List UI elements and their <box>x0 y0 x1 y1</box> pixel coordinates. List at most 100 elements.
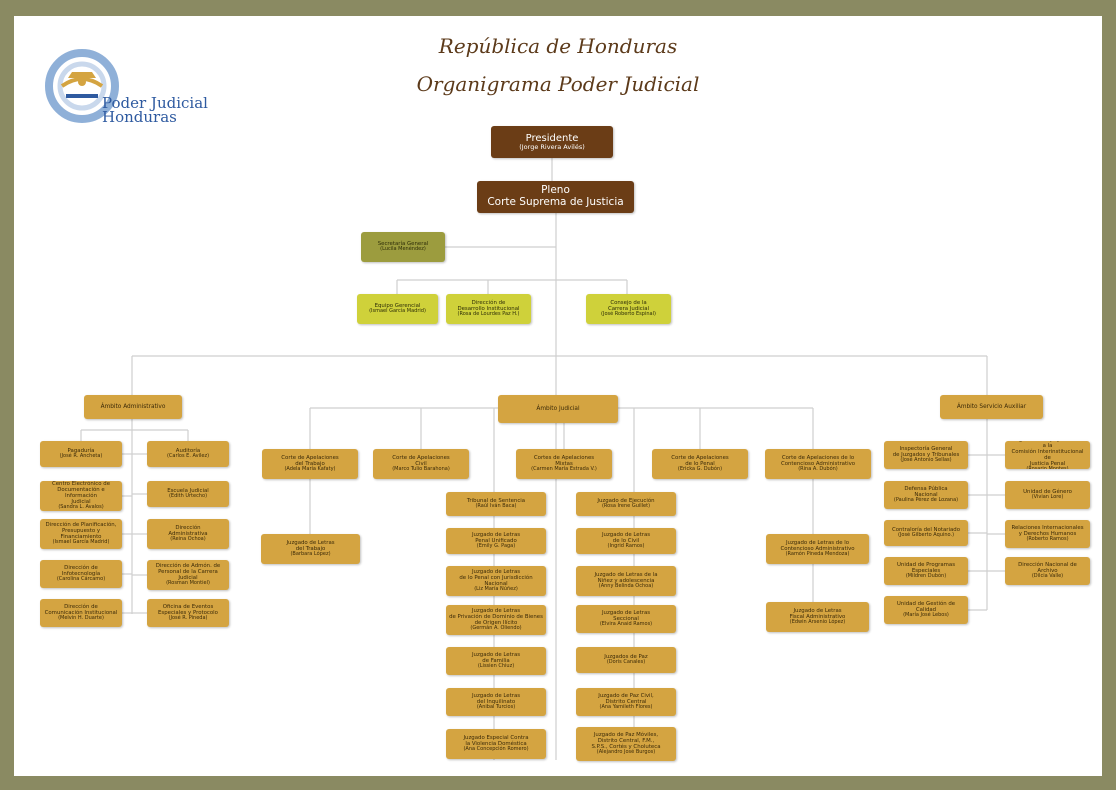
org-box-title: Cortes de Apelaciones Mixtas <box>533 455 595 468</box>
org-box-person: (Marco Tulio Barahona) <box>392 466 450 473</box>
org-box-ca-civil: Corte de Apelaciones Civil(Marco Tulio B… <box>373 449 469 479</box>
org-box-jurisdiccion-nacional: Juzgado de Letras de lo Penal con Jurisd… <box>446 566 546 596</box>
org-box-title: Dirección de Planificación, Presupuesto … <box>45 522 117 541</box>
org-box-eventos: Oficina de Eventos Especiales y Protocol… <box>147 599 229 627</box>
chart-subtitle: Organigrama Poder Judicial <box>416 72 700 96</box>
org-box-penal-unificado: Juzgado de Letras Penal Unificado(Emily … <box>446 528 546 554</box>
org-box-person: (Jorge Rivera Avilés) <box>519 142 585 151</box>
org-box-comunicacion: Dirección de Comunicación Institucional(… <box>40 599 122 627</box>
org-box-notariado: Contraloría del Notariado(José Gilberto … <box>884 520 968 546</box>
org-chart-canvas: Poder Judicial Honduras República de Hon… <box>14 16 1102 776</box>
org-box-title: Contraloría del Notariado <box>891 527 961 534</box>
org-box-title: Juzgado de Letras Fiscal Administrativo <box>789 608 846 621</box>
org-box-title: Defensa Pública Nacional <box>904 486 948 499</box>
org-box-planificacion: Dirección de Planificación, Presupuesto … <box>40 519 122 549</box>
org-box-person: (Lissien Chiuz) <box>477 663 515 670</box>
org-box-title: Ámbito Administrativo <box>100 403 166 410</box>
logo-line2: Honduras <box>102 108 177 127</box>
org-box-title: Corte de Apelaciones de lo Contencioso A… <box>780 455 856 468</box>
org-box-paz: Juzgados de Paz(Doris Canales) <box>576 647 676 673</box>
org-box-person: (Rosa de Lourdes Paz H.) <box>457 311 520 318</box>
org-box-seccional: Juzgado de Letras Seccional(Elvira Anaid… <box>576 605 676 633</box>
org-box-title: Dirección Administrativa <box>168 525 208 538</box>
org-box-person: (Ismael García Madrid) <box>52 539 110 546</box>
org-box-title: Juzgado de Ejecución <box>597 498 655 505</box>
org-box-defensa: Defensa Pública Nacional(Paulina Pérez d… <box>884 481 968 509</box>
org-box-person: (Edith Urtecho) <box>168 493 208 500</box>
org-box-person: (Edwin Arsenio López) <box>789 619 846 626</box>
org-box-violencia: Juzgado Especial Contra la Violencia Dom… <box>446 729 546 759</box>
org-box-title: Centro Electrónico de Documentación e In… <box>51 481 111 506</box>
org-box-title: Juzgado de Letras de la Niñez y adolesce… <box>594 572 658 585</box>
org-box-person: (Ismael García Madrid) <box>369 308 426 315</box>
org-box-privacion-dominio: Juzgado de Letras de Privación de Domini… <box>446 605 546 635</box>
org-box-title: Juzgado de Letras de lo Contencioso Admi… <box>780 540 855 553</box>
org-box-title: Unidad de Programas Especiales <box>896 562 956 575</box>
org-box-personal: Dirección de Admón. de Personal de la Ca… <box>147 560 229 590</box>
org-box-person: (Mildren Dubón) <box>905 573 947 580</box>
org-box-infotecnologia: Dirección de Infotecnología(Carolina Cár… <box>40 560 122 588</box>
org-box-auditoria: Auditoría(Carlos E. Avilez) <box>147 441 229 467</box>
org-box-title: Auditoría <box>175 448 201 455</box>
org-box-inquilinato: Juzgado de Letras del Inquilinato(Anibal… <box>446 688 546 716</box>
org-box-person: (Sandra L. Avalos) <box>58 504 104 511</box>
logo-line1: Poder Judicial <box>102 94 208 112</box>
org-box-title: Dirección Nacional de Archivo <box>1018 562 1077 575</box>
org-box-title: Equipo Gerencial <box>374 303 421 310</box>
org-box-title: Oficina de Eventos Especiales y Protocol… <box>158 604 218 617</box>
org-box-title: Corte de Apelaciones del Trabajo <box>281 455 339 468</box>
org-box-person: (Rina A. Dubón) <box>798 466 838 473</box>
org-box-person: (Melvin H. Duarte) <box>58 615 104 622</box>
chart-title: República de Honduras <box>438 34 678 58</box>
org-box-person: (Lucila Menéndez) <box>380 246 426 253</box>
org-box-person: (Paulina Pérez de Lozana) <box>893 497 959 504</box>
org-box-person: (Rosa Irene Guillet) <box>601 503 651 510</box>
org-box-title: Juzgado de Letras de lo Penal con Jurisd… <box>459 569 533 588</box>
org-box-title: Programa de Apoyo Técnico a la Comisión … <box>1010 441 1085 468</box>
org-box-person: (Reina Ochoa) <box>170 536 206 543</box>
org-box-amb-judicial: Ámbito Judicial <box>498 395 618 423</box>
org-box-genero: Unidad de Género(Vivian Lore) <box>1005 481 1090 509</box>
org-box-dir-admin: Dirección Administrativa(Reina Ochoa) <box>147 519 229 549</box>
org-box-ca-trabajo: Corte de Apelaciones del Trabajo(Adela M… <box>262 449 358 479</box>
org-box-paz-civil: Juzgado de Paz Civil, Distrito Central(A… <box>576 688 676 716</box>
org-box-title: Pleno <box>541 184 570 197</box>
org-box-person: (Roberto Ramos) <box>1026 536 1069 543</box>
org-box-person: (José Roberto Espinal) <box>601 311 656 318</box>
org-box-person: (Carolina Cárcamo) <box>56 576 106 583</box>
poder-judicial-seal-icon <box>45 49 119 123</box>
org-box-presidente: Presidente(Jorge Rivera Avilés) <box>491 126 613 158</box>
org-box-title: Escuela Judicial <box>167 488 209 495</box>
org-box-title: Dirección de Admón. de Personal de la Ca… <box>155 563 221 582</box>
org-box-person: (Raúl Iván Baca) <box>475 503 517 510</box>
org-box-title: Juzgado de Paz Civil, Distrito Central <box>598 693 654 706</box>
org-box-person: (Ana Concepción Romero) <box>463 746 529 753</box>
org-box-ca-mixtas: Cortes de Apelaciones Mixtas(Carmen Marí… <box>516 449 612 479</box>
org-box-title: Unidad de Género <box>1023 489 1072 496</box>
org-box-calidad: Unidad de Gestión de Calidad(María José … <box>884 596 968 624</box>
org-box-title: Juzgados de Paz <box>604 654 648 661</box>
org-box-title: Secretaría General <box>377 241 429 248</box>
org-box-person: (María José Lebos) <box>903 612 949 619</box>
org-box-person: (Ramón Pineda Mendoza) <box>785 551 850 558</box>
org-box-person: (Ana Yamileth Flores) <box>599 704 653 711</box>
org-box-person: (Germán A. Oliendo) <box>470 625 522 632</box>
org-box-person: (Doris Canales) <box>606 659 646 666</box>
org-box-programa: Programa de Apoyo Técnico a la Comisión … <box>1005 441 1090 469</box>
org-box-archivo: Dirección Nacional de Archivo(Dilcia Val… <box>1005 557 1090 585</box>
org-box-jl-trabajo: Juzgado de Letras del Trabajo(Barbara Ló… <box>261 534 360 564</box>
org-box-person: (Anibal Turcios) <box>476 704 516 711</box>
org-box-person: (Carlos E. Avilez) <box>166 453 210 460</box>
org-box-title: Presidente <box>525 132 579 144</box>
org-box-title: Juzgado de Letras del Trabajo <box>286 540 335 553</box>
org-box-person: (Ingrid Ramos) <box>607 543 645 550</box>
org-box-title: Dirección de Infotecnología <box>61 565 101 578</box>
org-box-person: (Carmen María Estrada V.) <box>531 466 597 473</box>
org-box-person: (Vivian Lore) <box>1031 494 1064 501</box>
org-box-title: Relaciones Internacionales y Derechos Hu… <box>1011 525 1084 538</box>
org-box-title: Ámbito Judicial <box>536 405 580 412</box>
org-box-amb-aux: Ámbito Servicio Auxiliar <box>940 395 1043 419</box>
org-box-person: (Rosman Montiel) <box>166 580 210 587</box>
org-box-person: (José Gilberto Aquino.) <box>897 532 955 539</box>
org-box-title: Juzgado de Letras Seccional <box>601 610 651 623</box>
